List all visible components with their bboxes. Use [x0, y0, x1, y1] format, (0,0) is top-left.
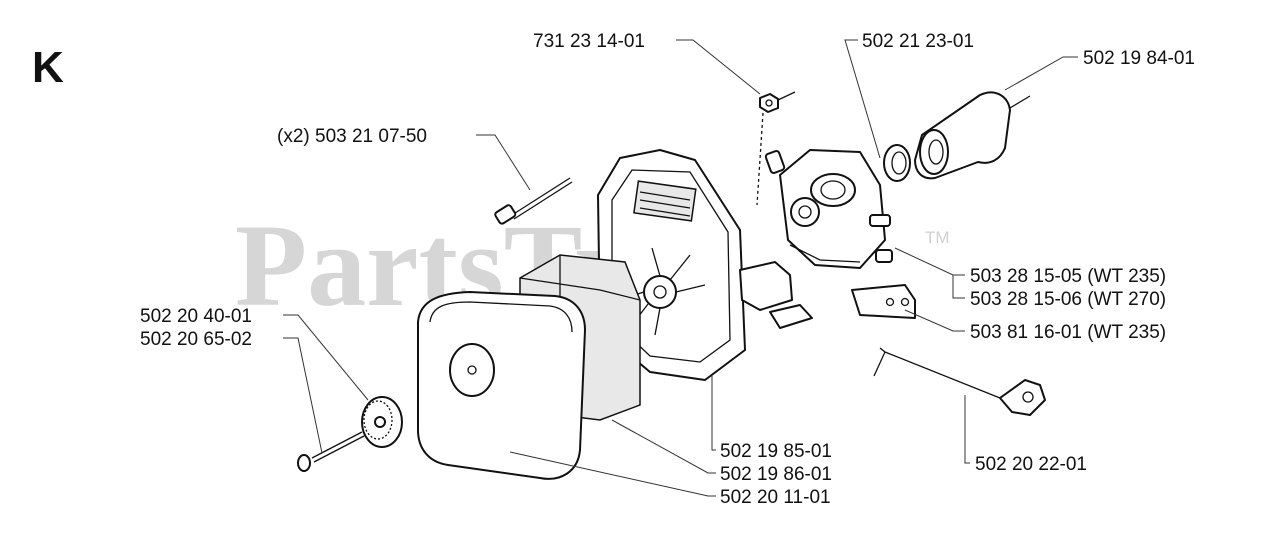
leader-lines	[283, 39, 1078, 497]
short-screw-part	[297, 431, 365, 472]
label-housing: 502 19 85-01	[720, 441, 832, 462]
intake-part	[914, 91, 1031, 180]
bracket-plate-part	[851, 284, 916, 319]
label-intake: 502 19 84-01	[1083, 48, 1195, 69]
label-knob-b: 502 20 65-02	[140, 329, 252, 350]
label-screw: (x2) 503 21 07-50	[277, 126, 427, 147]
gasket-part	[883, 144, 911, 182]
label-gasket: 502 21 23-01	[862, 31, 974, 52]
screw-part	[494, 177, 573, 225]
section-letter: K	[32, 43, 64, 92]
label-carburetor-wt270: 503 28 15-06 (WT 270)	[970, 289, 1166, 310]
knob-part	[361, 396, 403, 448]
label-nut: 731 23 14-01	[533, 31, 645, 52]
label-rod: 502 20 22-01	[975, 454, 1087, 475]
filter-cover-part	[417, 291, 586, 480]
nut-part	[756, 91, 796, 206]
label-cover: 502 20 11-01	[720, 487, 831, 508]
label-plate: 503 81 16-01 (WT 235)	[970, 322, 1166, 343]
carburetor-part	[764, 149, 893, 269]
part-labels: (x2) 503 21 07-50 731 23 14-01 502 21 23…	[140, 31, 1195, 508]
choke-rod-part	[873, 347, 1046, 416]
label-carburetor-wt235: 503 28 15-05 (WT 235)	[970, 266, 1166, 287]
label-filter: 502 19 86-01	[720, 464, 832, 485]
watermark-trademark: TM	[925, 228, 950, 247]
label-knob-a: 502 20 40-01	[140, 306, 252, 327]
